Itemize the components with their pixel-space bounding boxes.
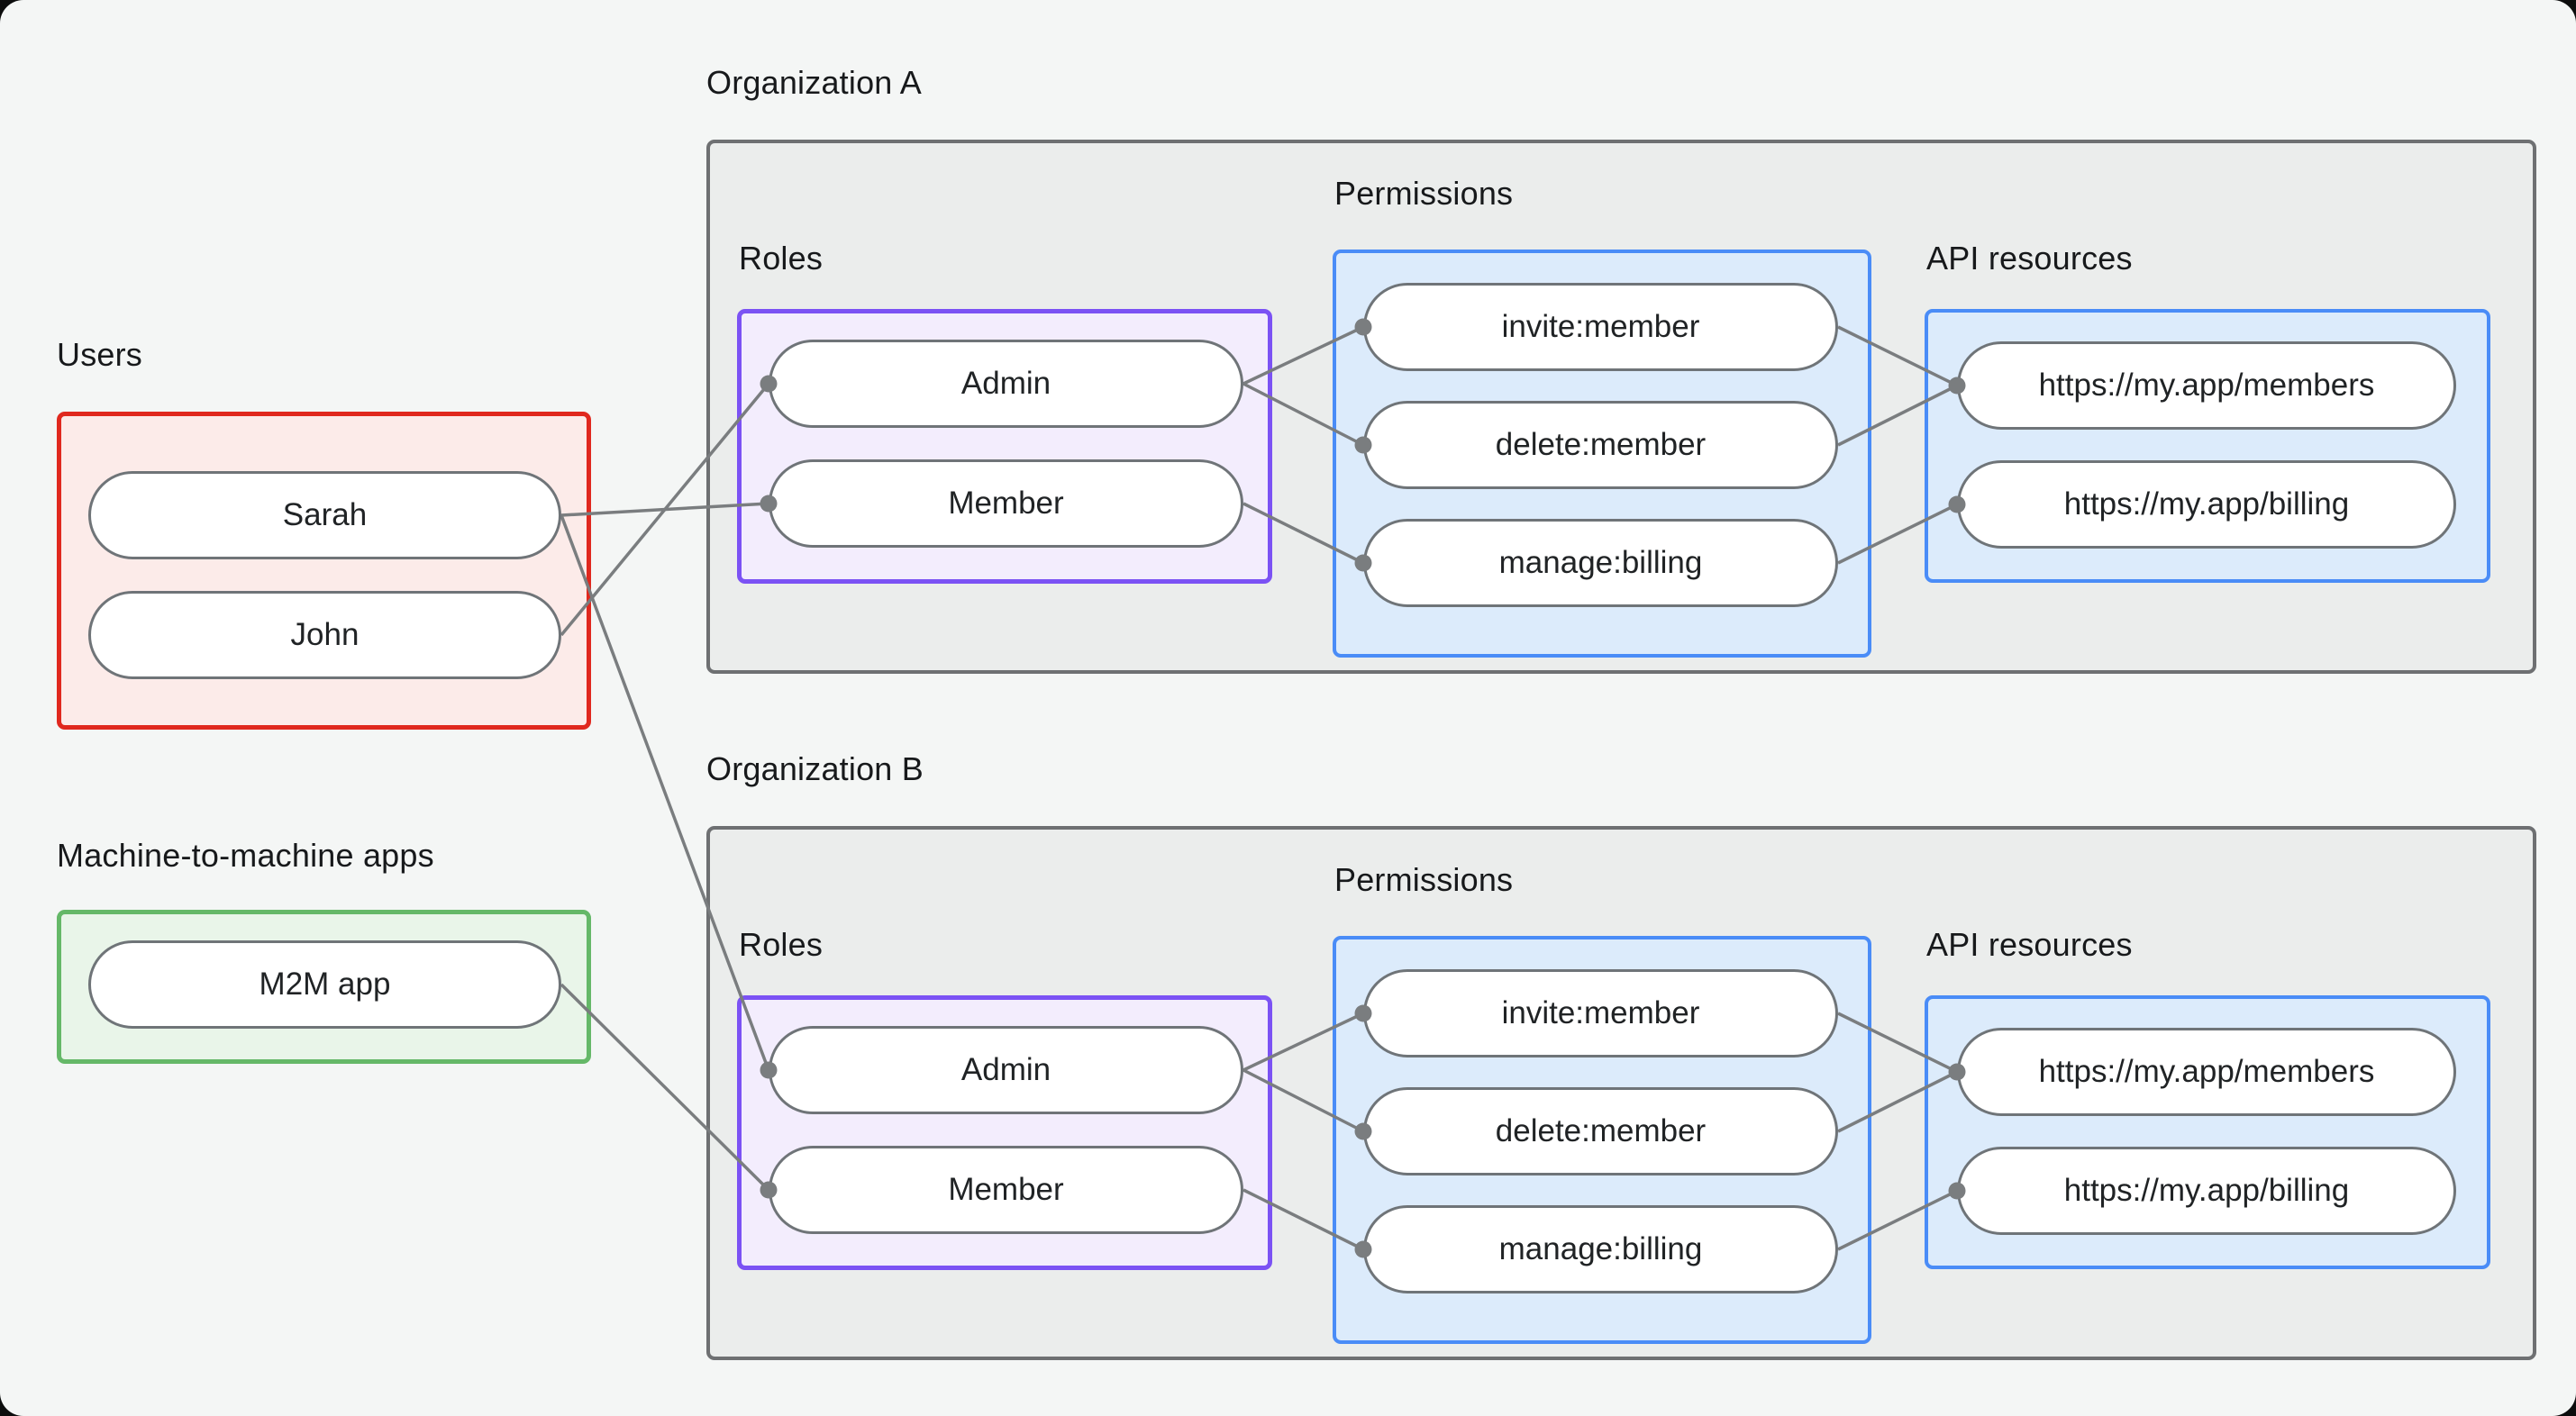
node-label: Sarah — [282, 497, 368, 532]
node-label: delete:member — [1495, 427, 1707, 462]
node-org-b-perm-delete-member: delete:member — [1363, 1087, 1838, 1175]
node-user-sarah: Sarah — [88, 471, 561, 559]
node-label: invite:member — [1501, 995, 1700, 1030]
node-label: https://my.app/members — [2038, 368, 2375, 403]
org-b-title: Organization B — [706, 750, 924, 787]
org-b-api-label: API resources — [1926, 926, 2133, 963]
node-org-b-role-admin: Admin — [769, 1026, 1243, 1114]
users-group-label: Users — [57, 336, 143, 373]
node-label: manage:billing — [1498, 545, 1703, 580]
node-org-a-perm-invite-member: invite:member — [1363, 283, 1838, 371]
node-label: Admin — [960, 1052, 1051, 1087]
node-label: Admin — [960, 366, 1051, 401]
m2m-group-label: Machine-to-machine apps — [57, 837, 434, 874]
node-label: https://my.app/billing — [2063, 1173, 2350, 1208]
org-b-roles-label: Roles — [739, 926, 824, 963]
users-group-box — [57, 412, 591, 730]
node-label: Member — [948, 1172, 1064, 1207]
node-org-b-api-members: https://my.app/members — [1957, 1028, 2456, 1116]
org-a-permissions-label: Permissions — [1334, 175, 1514, 212]
org-a-roles-label: Roles — [739, 240, 824, 277]
node-org-a-api-billing: https://my.app/billing — [1957, 460, 2456, 549]
node-org-a-role-admin: Admin — [769, 340, 1243, 428]
node-org-a-api-members: https://my.app/members — [1957, 341, 2456, 430]
node-label: https://my.app/billing — [2063, 486, 2350, 522]
org-a-title: Organization A — [706, 64, 922, 101]
node-label: manage:billing — [1498, 1231, 1703, 1266]
node-org-a-perm-manage-billing: manage:billing — [1363, 519, 1838, 607]
node-org-b-perm-invite-member: invite:member — [1363, 969, 1838, 1057]
node-org-a-perm-delete-member: delete:member — [1363, 401, 1838, 489]
node-m2m-app: M2M app — [88, 940, 561, 1029]
node-org-a-role-member: Member — [769, 459, 1243, 548]
node-label: delete:member — [1495, 1113, 1707, 1148]
node-label: Member — [948, 486, 1064, 521]
node-label: M2M app — [259, 967, 391, 1002]
node-org-b-api-billing: https://my.app/billing — [1957, 1147, 2456, 1235]
node-label: https://my.app/members — [2038, 1054, 2375, 1089]
node-user-john: John — [88, 591, 561, 679]
node-org-b-perm-manage-billing: manage:billing — [1363, 1205, 1838, 1293]
node-org-b-role-member: Member — [769, 1146, 1243, 1234]
org-b-permissions-label: Permissions — [1334, 861, 1514, 898]
node-label: John — [290, 617, 360, 652]
org-a-api-label: API resources — [1926, 240, 2133, 277]
node-label: invite:member — [1501, 309, 1700, 344]
